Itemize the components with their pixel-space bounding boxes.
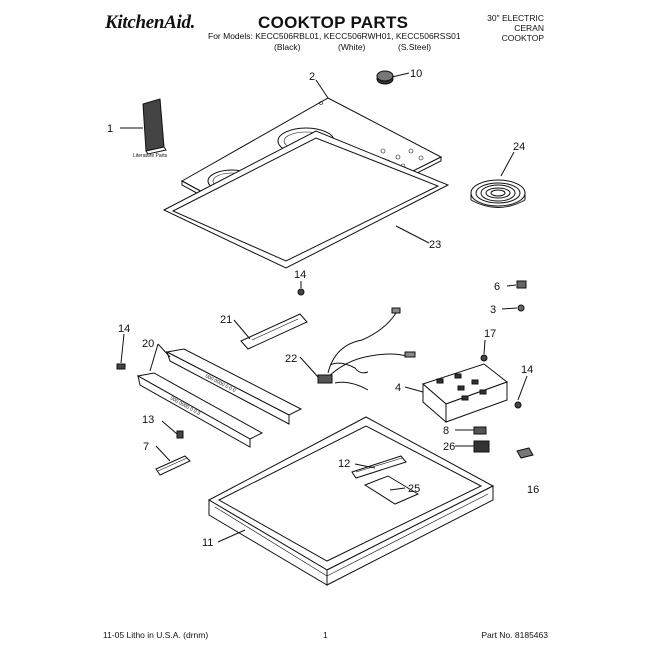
literature-booklet (142, 98, 167, 155)
callout-20: 20 (142, 338, 154, 350)
callout-11: 11 (202, 537, 213, 549)
footer-page-number: 1 (323, 630, 328, 640)
callout-14-top: 14 (294, 269, 306, 281)
callout-7: 26 (443, 441, 455, 453)
mounting-rails: 000 0000 0 0 0 000 0000 0 0 0 (136, 348, 303, 448)
callout-6: 6 (494, 281, 500, 293)
literature-label: Literature Parts (133, 153, 168, 159)
callout-16: 16 (527, 484, 539, 496)
cooktop-seal (162, 130, 450, 269)
brand-logo: KitchenAid. (105, 12, 196, 33)
page-title: COOKTOP PARTS (258, 13, 409, 32)
clip-screw (176, 430, 184, 439)
control-knob (376, 70, 394, 85)
callout-22: 22 (285, 353, 297, 365)
clip-16 (516, 447, 534, 459)
screw-14-right (514, 401, 522, 409)
footer-part-number: Part No. 8185463 (481, 630, 548, 640)
variant-black: (Black) (274, 42, 301, 52)
callout-24: 24 (513, 141, 525, 153)
models-line: For Models: KECC506RBL01, KECC506RWH01, … (208, 31, 461, 41)
callout-14-right: 14 (521, 364, 533, 376)
bracket-25 (363, 475, 420, 505)
bracket-screws (516, 280, 527, 312)
burner-box (207, 416, 495, 586)
wiring-harness (317, 307, 416, 391)
bracket-21 (240, 313, 308, 350)
variant-white: (White) (338, 42, 366, 52)
callout-2: 2 (309, 71, 315, 83)
product-type-line-1: 30" ELECTRIC (487, 13, 544, 23)
callout-25: 25 (408, 483, 420, 495)
surface-element (470, 179, 526, 208)
footer-litho: 11-05 Litho in U.S.A. (drnm) (103, 630, 209, 640)
callout-23: 23 (429, 239, 441, 251)
bracket-26 (351, 455, 407, 479)
callout-10: 10 (410, 68, 422, 80)
product-type-line-2: CERAN (514, 23, 544, 33)
variant-steel: (S.Steel) (398, 42, 432, 52)
callout-4: 4 (395, 382, 401, 394)
product-type-line-3: COOKTOP (501, 33, 544, 43)
callout-13: 13 (142, 414, 154, 426)
terminal-bracket (422, 363, 509, 424)
callout-3: 3 (490, 304, 496, 316)
callout-26: 12 (338, 458, 350, 470)
callout-21: 21 (220, 314, 232, 326)
callout-1: 1 (107, 123, 113, 135)
callout-17: 17 (484, 328, 496, 340)
clip-bracket (155, 455, 191, 476)
callout-12: 7 (143, 441, 149, 453)
callout-14-left: 14 (118, 323, 130, 335)
screw-17 (480, 354, 488, 362)
terminal-block (473, 426, 490, 453)
screw-top (297, 288, 305, 296)
callout-8: 8 (443, 425, 449, 437)
screw-left (116, 363, 126, 370)
leader-lines (120, 72, 528, 543)
